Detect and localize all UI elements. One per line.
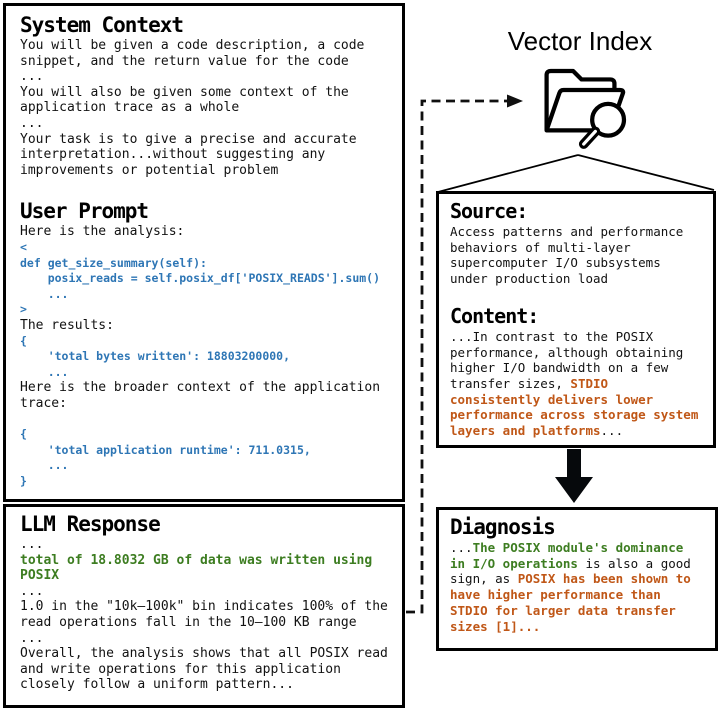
llm-response-text: ...total of 18.8032 GB of data was writt… — [20, 537, 388, 693]
source-heading: Source: — [450, 199, 528, 223]
vector-index-title: Vector Index — [507, 26, 653, 56]
diagnosis-panel: Diagnosis ...The POSIX module's dominanc… — [436, 507, 718, 651]
thick-down-arrow — [555, 449, 593, 503]
diagnosis-heading: Diagnosis — [450, 515, 556, 539]
prompt-panel: System Context You will be given a code … — [3, 3, 405, 502]
llm-response-heading: LLM Response — [20, 512, 161, 536]
content-heading: Content: — [450, 303, 539, 328]
funnel-expansion-lines — [437, 154, 715, 193]
folder-search-icon — [544, 68, 627, 149]
system-context-heading: System Context — [20, 13, 184, 37]
system-context-text: You will be given a code description, a … — [20, 38, 365, 178]
llm-response-panel: LLM Response ...total of 18.8032 GB of d… — [3, 504, 405, 708]
user-prompt-text: Here is the analysis:<def get_size_summa… — [20, 224, 381, 488]
user-prompt-heading: User Prompt — [20, 199, 149, 224]
